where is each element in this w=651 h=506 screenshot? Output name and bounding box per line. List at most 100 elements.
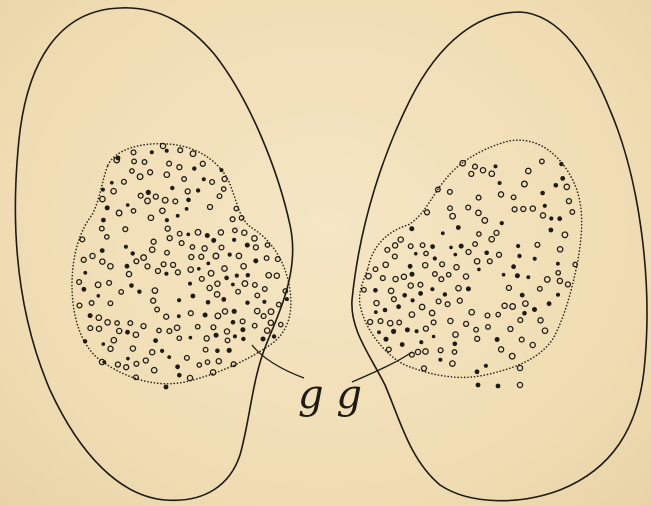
granule [268,309,274,315]
granule [450,361,455,366]
granule [116,210,122,216]
granule [408,244,413,249]
granule [167,236,172,241]
granule [100,226,105,231]
granule [447,273,451,277]
granule [486,325,491,330]
granule [200,161,205,166]
granule [415,349,420,354]
granule [445,302,450,307]
granule [520,293,525,298]
granule [469,310,474,315]
granule [240,327,245,332]
granule [108,346,113,351]
granule [160,208,165,213]
granule [228,253,232,257]
granule [252,323,257,328]
granule [562,232,568,238]
granule [203,347,208,352]
granule [420,243,425,248]
granule [425,210,430,215]
granule [188,267,193,272]
granule [494,230,499,235]
granule [215,349,220,354]
granule [457,298,462,303]
granule [255,308,260,313]
granule [484,251,489,256]
granule [134,375,139,380]
granule [153,338,158,343]
granule [115,362,120,367]
granule [105,205,110,210]
granule [230,217,235,222]
granule [517,254,521,258]
granule [448,318,453,323]
granule [222,309,227,314]
granule [222,177,227,182]
granule [124,245,128,249]
granule [373,267,378,272]
granule [477,232,481,236]
granule [128,321,133,326]
granule [538,287,543,292]
granule [191,294,196,299]
granule [449,246,453,250]
granule [454,253,458,257]
granule [453,332,458,337]
granule [225,338,230,343]
granule [207,285,212,290]
granule [511,195,516,200]
granule [487,259,492,264]
granule [199,277,204,282]
granule [202,177,206,181]
granule [532,307,537,312]
granule [186,198,191,203]
granule [156,269,161,274]
granule [393,277,398,282]
granule [419,340,423,344]
granule [526,275,530,279]
granule [253,283,258,288]
granule [215,313,221,319]
granule [222,266,227,271]
granule [173,199,178,204]
granule [557,278,562,283]
granule [134,259,139,264]
granule [182,177,187,182]
granule [185,207,189,211]
granule [164,314,169,319]
granule [153,194,158,199]
granules-group [77,143,578,389]
granule [517,365,522,370]
granule [419,304,424,309]
granule [374,310,378,314]
granule [232,238,236,242]
granule [211,238,216,243]
granule [388,321,393,326]
granule [469,171,474,176]
granule [224,276,229,281]
granule [131,251,135,255]
granule [167,329,172,334]
granule [227,348,232,353]
granule [205,360,209,364]
granule [476,195,481,200]
granule [164,172,169,177]
granule [217,194,222,199]
granule [133,332,138,337]
granule [496,384,501,389]
granule [522,311,527,316]
granule [167,355,171,359]
granule [517,382,522,387]
granule [402,293,407,298]
granule [100,248,105,253]
granule [145,198,151,204]
granule [366,274,371,279]
granule [533,257,537,261]
granule [137,290,141,294]
granule [242,230,247,235]
granule [83,271,87,275]
granule [101,188,105,192]
granule [285,297,289,301]
